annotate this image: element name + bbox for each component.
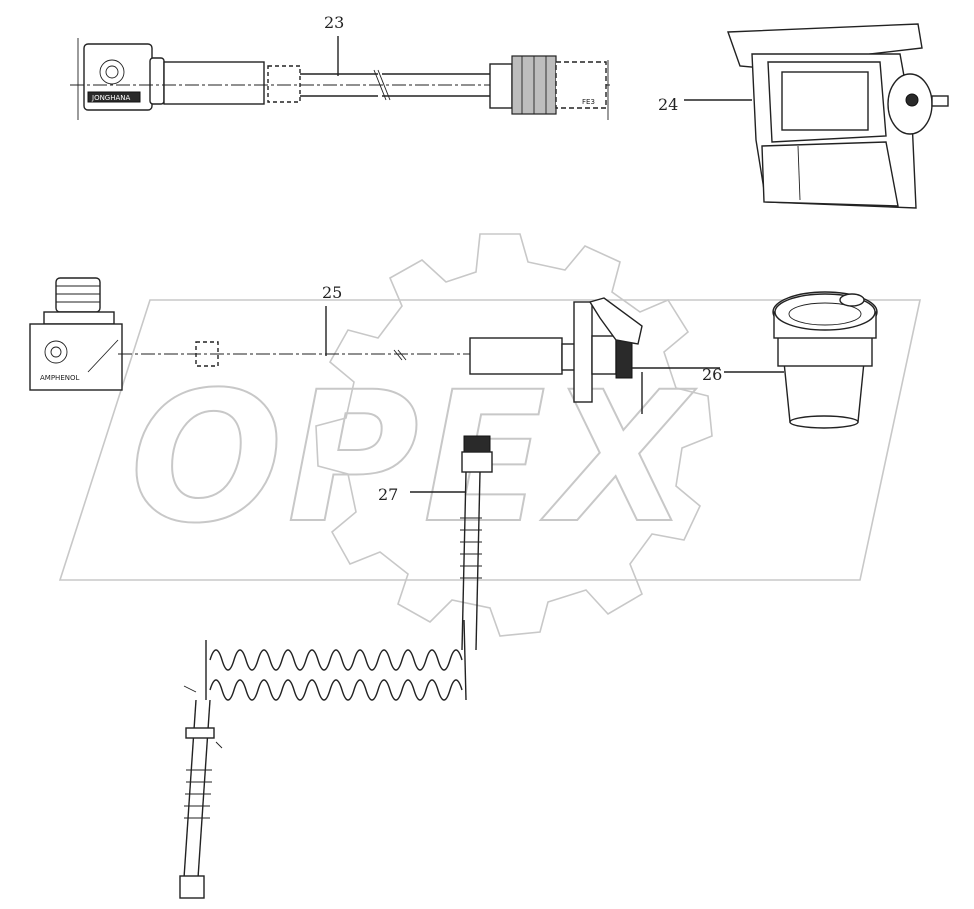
watermark-text: OPEX	[130, 354, 697, 563]
callout-26: 26	[702, 365, 722, 384]
part-27-hose	[179, 435, 493, 899]
watermark-gear	[58, 233, 921, 637]
hose-coils	[205, 619, 467, 701]
callout-23: 23	[324, 13, 344, 32]
plug-23-mark: JONGHANA	[91, 94, 131, 102]
part-25-cable: AMPHENOL	[29, 277, 720, 414]
part-23-cable: JONGHANA FE3	[70, 36, 610, 120]
nut-23-mark: FE3	[582, 98, 595, 106]
callout-27: 27	[378, 485, 398, 504]
callout-25: 25	[322, 283, 342, 302]
plug-25-mark: AMPHENOL	[40, 374, 79, 382]
callout-24: 24	[658, 95, 678, 114]
part-26-cap	[724, 291, 878, 429]
part-24-camera	[684, 23, 949, 209]
